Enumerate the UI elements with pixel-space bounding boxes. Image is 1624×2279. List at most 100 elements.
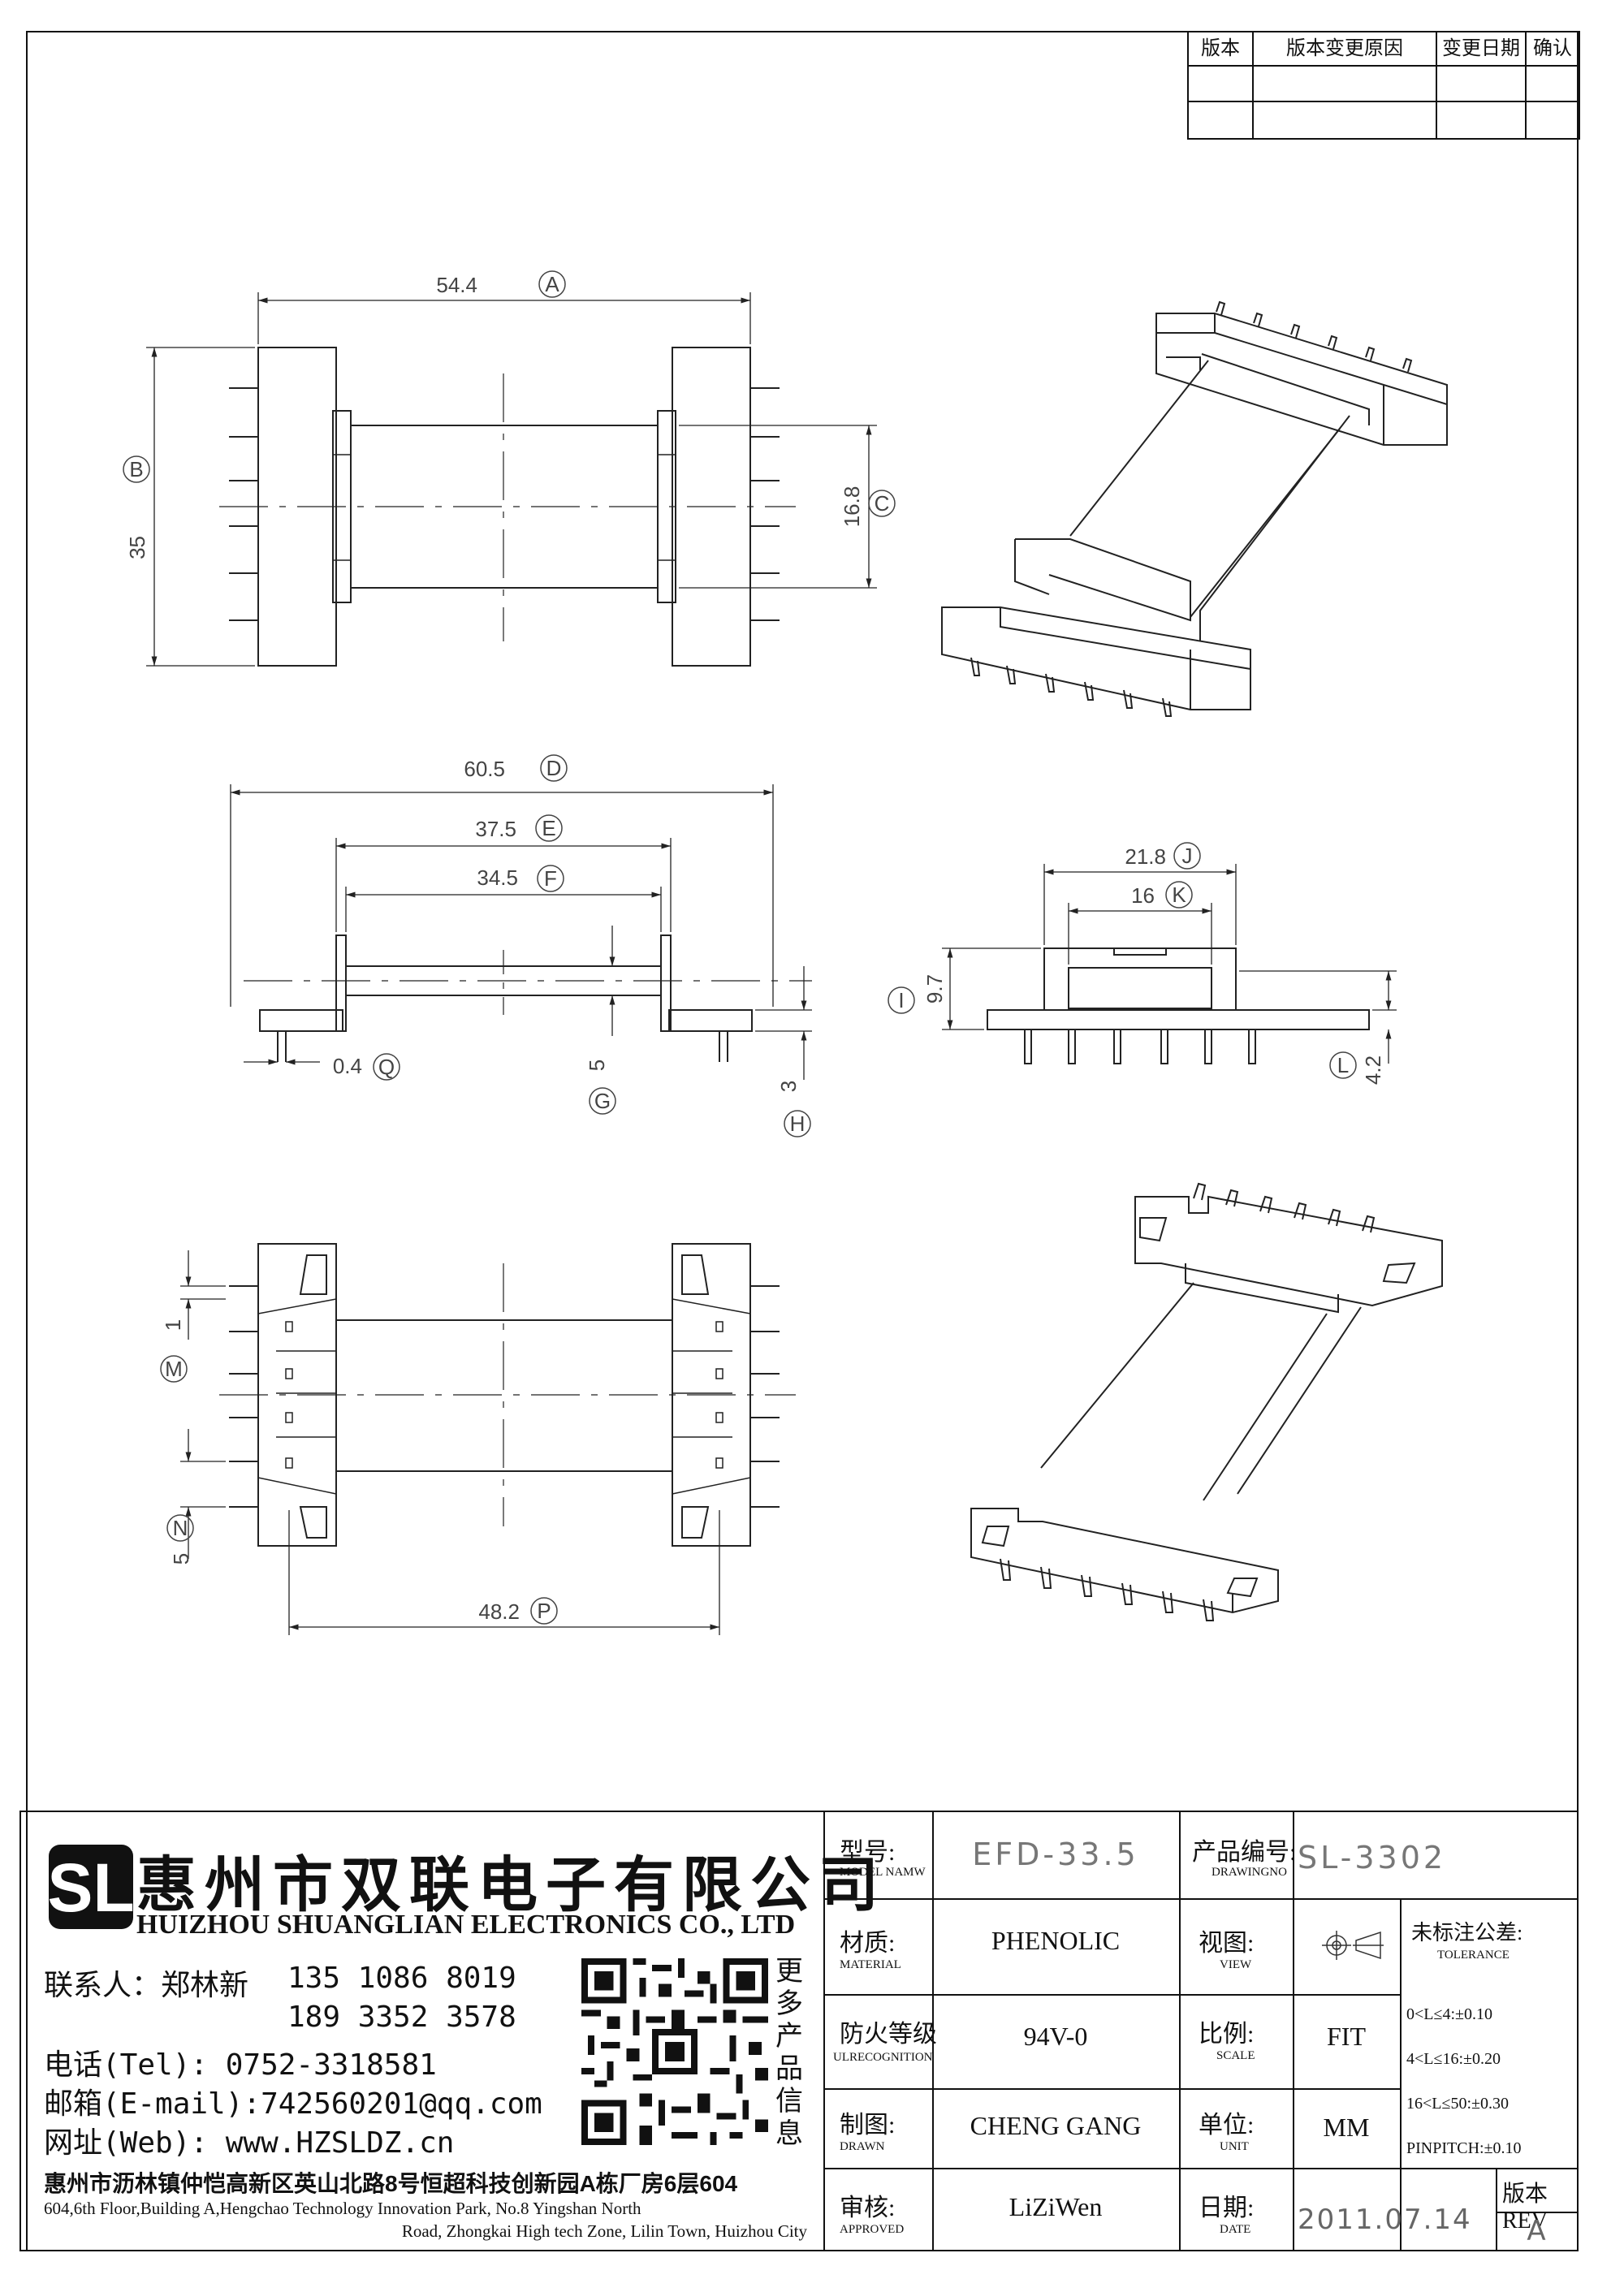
dim-F: 34.5 F	[477, 865, 564, 892]
dim-B: 35	[125, 536, 149, 559]
svg-text:4.2: 4.2	[1361, 1055, 1385, 1085]
dim-E: 37.5 E	[475, 814, 563, 842]
company-name-en: HUIZHOU SHUANGLIAN ELECTRONICS CO., LTD	[136, 1910, 796, 1940]
unit-label-en: UNIT	[1220, 2140, 1249, 2153]
dim-K: 16 K	[1131, 881, 1193, 909]
drawing-no-label-en: DRAWINGNO	[1212, 1866, 1287, 1879]
isometric-view-top	[941, 300, 1448, 717]
model-label-en: MODEL NAMW	[840, 1866, 926, 1879]
dim-I: 9.7	[922, 974, 947, 1004]
address-en-line-2: Road, Zhongkai High tech Zone, Lilin Tow…	[401, 2221, 807, 2241]
front-view	[230, 784, 812, 1080]
qr-code	[581, 1958, 768, 2145]
svg-text:I: I	[898, 988, 904, 1012]
rev-col-confirm: 确认	[1533, 38, 1572, 59]
drawn-label-en: DRAWN	[840, 2140, 885, 2153]
dim-J: 21.8 J	[1125, 842, 1201, 870]
svg-text:9.7: 9.7	[922, 974, 947, 1004]
address-cn: 惠州市沥林镇仲恺高新区英山北路8号恒超科技创新园A栋厂房6层604	[44, 2171, 738, 2196]
date-label: 日期:	[1199, 2195, 1255, 2221]
svg-text:16.8: 16.8	[840, 486, 864, 528]
dim-N-letter: N	[166, 1514, 194, 1542]
address-en-line-1: 604,6th Floor,Building A,Hengchao Techno…	[44, 2199, 641, 2218]
dim-M: 1	[161, 1319, 185, 1331]
qr-side-text: 更 多 产 品 信 息	[775, 1956, 803, 2149]
svg-text:K: K	[1172, 883, 1186, 907]
drawing-no-value: SL-3302	[1298, 1840, 1447, 1875]
view-label-en: VIEW	[1220, 1958, 1252, 1971]
svg-text:0.4: 0.4	[333, 1054, 362, 1078]
tolerance-list: 0<L≤4:±0.10 4<L≤16:±0.20 16<L≤50:±0.30 P…	[1406, 2005, 1522, 2157]
svg-text:F: F	[544, 866, 557, 891]
top-view	[146, 292, 877, 667]
svg-text:D: D	[546, 756, 562, 780]
dim-C: 16.8	[840, 486, 864, 528]
dim-Q: 0.4 Q	[333, 1053, 400, 1081]
svg-text:37.5: 37.5	[475, 817, 516, 841]
svg-text:35: 35	[125, 536, 149, 559]
contact-person: 联系人：郑林新	[44, 1969, 249, 2002]
rev-col-reason: 版本变更原因	[1286, 38, 1403, 59]
rev-col-version: 版本	[1201, 38, 1240, 59]
svg-text:54.4: 54.4	[436, 273, 477, 297]
scale-value: FIT	[1327, 2022, 1366, 2051]
dim-B-letter: B	[123, 455, 150, 483]
rev-value: A	[1527, 2215, 1546, 2247]
side-view	[942, 864, 1397, 1064]
rev-col-date: 变更日期	[1442, 38, 1520, 59]
drawing-no-label: 产品编号:	[1192, 1839, 1297, 1866]
model-label: 型号:	[840, 1839, 896, 1866]
tolerance-label-en: TOLERANCE	[1437, 1949, 1510, 1962]
svg-text:A: A	[545, 272, 559, 296]
material-label: 材质:	[840, 1930, 896, 1957]
dim-D: 60.5 D	[464, 754, 568, 782]
drawn-label: 制图:	[840, 2112, 896, 2139]
projection-symbol-icon	[1322, 1931, 1384, 1960]
material-value: PHENOLIC	[991, 1926, 1121, 1955]
svg-text:B: B	[129, 457, 143, 481]
dim-G: 5	[585, 1060, 609, 1071]
date-value: 2011.07.14	[1298, 2203, 1472, 2236]
fire-rating-label: 防火等级	[840, 2021, 937, 2048]
svg-text:E: E	[542, 816, 555, 840]
svg-text:SL: SL	[49, 1850, 133, 1926]
dim-C-letter: C	[868, 490, 896, 517]
svg-text:L: L	[1337, 1053, 1349, 1077]
material-label-en: MATERIAL	[840, 1958, 901, 1971]
svg-text:48.2: 48.2	[478, 1599, 520, 1624]
revision-table: 版本 版本变更原因 变更日期 确认	[1187, 31, 1580, 140]
isometric-view-bottom	[970, 1182, 1443, 1621]
dim-I-letter: I	[888, 986, 915, 1014]
svg-text:34.5: 34.5	[477, 865, 518, 890]
dim-L: 4.2	[1361, 1055, 1385, 1085]
svg-text:3: 3	[776, 1081, 801, 1092]
company-name-cn: 惠州市双联电子有限公司	[136, 1853, 887, 1919]
svg-text:1: 1	[161, 1319, 185, 1331]
svg-text:N: N	[173, 1516, 188, 1540]
rev-label: 版本REV	[1502, 2182, 1548, 2234]
date-label-en: DATE	[1220, 2223, 1251, 2236]
svg-text:P: P	[537, 1599, 551, 1623]
model-value: EFD-33.5	[972, 1837, 1139, 1872]
dim-A: 54.4 A	[436, 270, 566, 298]
view-label: 视图:	[1199, 1930, 1255, 1957]
drawn-value: CHENG GANG	[970, 2111, 1142, 2140]
approved-value: LiZiWen	[1009, 2192, 1103, 2221]
svg-text:C: C	[875, 491, 890, 516]
tolerance-label: 未标注公差:	[1411, 1921, 1523, 1944]
dim-H: 3	[776, 1081, 801, 1092]
contact-email: 邮箱(E-mail):742560201@qq.com	[44, 2087, 542, 2121]
dim-L-letter: L	[1329, 1051, 1357, 1079]
contact-phone-1: 135 1086 8019	[287, 1962, 516, 1995]
svg-text:16: 16	[1131, 883, 1155, 908]
company-logo: SL	[49, 1845, 133, 1929]
unit-value: MM	[1323, 2113, 1370, 2142]
svg-text:Q: Q	[378, 1055, 395, 1079]
info-grid: 型号: MODEL NAMW EFD-33.5 产品编号: DRAWINGNO …	[825, 1811, 1579, 2251]
approved-label: 审核:	[840, 2195, 896, 2221]
dim-M-letter: M	[160, 1355, 188, 1383]
svg-text:21.8: 21.8	[1125, 844, 1166, 869]
bottom-view	[180, 1243, 796, 1635]
scale-label-en: SCALE	[1216, 2049, 1255, 2062]
approved-label-en: APPROVED	[840, 2223, 905, 2236]
